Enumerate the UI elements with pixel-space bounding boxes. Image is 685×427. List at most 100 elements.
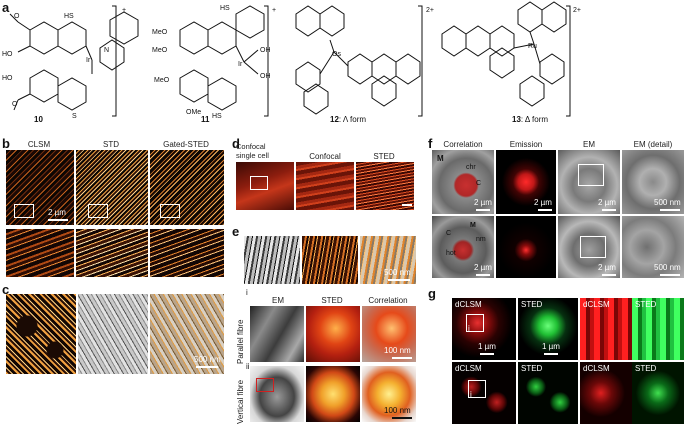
- roi-box-f-bottom: [580, 236, 606, 258]
- scalebar-b-label: 2 µm: [48, 208, 66, 217]
- svg-text:S: S: [72, 113, 77, 120]
- image-f-em-bottom: [558, 216, 620, 278]
- image-c-em: [78, 294, 148, 374]
- panel-label-f: f: [428, 136, 433, 151]
- scalebar-c-label: 500 nm: [194, 355, 221, 364]
- panel-label-e: e: [232, 224, 240, 239]
- scalebar-f3-label: 2 µm: [598, 198, 616, 207]
- col-title-gated-sted: Gated-STED: [163, 140, 209, 149]
- scalebar-e-top-label: 500 nm: [384, 268, 411, 277]
- col-title-confocal-single-cell: Confocal single cell: [236, 142, 269, 160]
- col-title-g-sted-4: STED: [635, 364, 657, 373]
- svg-text:OH: OH: [260, 73, 271, 80]
- image-d-sted: [356, 162, 414, 210]
- col-title-e-sted: STED: [321, 296, 343, 305]
- scalebar-f6: [602, 274, 616, 276]
- svg-text:HO: HO: [2, 51, 13, 58]
- scalebar-g1: [480, 353, 494, 355]
- row-marker-i: i: [246, 288, 248, 297]
- roi-box-g-top: [466, 314, 484, 332]
- scalebar-f5-label: 2 µm: [474, 263, 492, 272]
- scalebar-f6-label: 2 µm: [598, 263, 616, 272]
- panel-label-a: a: [2, 0, 10, 15]
- roi-box-f-top: [578, 164, 604, 186]
- image-e-vertical-sted: [306, 366, 360, 422]
- svg-text:MeO: MeO: [154, 77, 170, 84]
- row-label-vertical-fibre: Vertical fibre: [236, 379, 245, 424]
- image-f-em-detail-bottom: [622, 216, 684, 278]
- image-clsm: [6, 150, 74, 225]
- image-d-single-cell: [236, 162, 294, 210]
- scalebar-f3: [602, 209, 616, 211]
- svg-text:O: O: [14, 13, 20, 20]
- image-f-em-detail-top: [622, 150, 684, 214]
- scalebar-b: [48, 219, 68, 221]
- panel-label-c: c: [2, 282, 10, 297]
- image-e-vertical-em: [250, 366, 304, 422]
- col-title-f-em: EM: [583, 140, 595, 149]
- roi-box-d: [250, 176, 268, 190]
- col-title-std: STD: [103, 140, 119, 149]
- col-title-g-dclsm-3: dCLSM: [455, 364, 482, 373]
- roi-box-g-bottom: [468, 380, 486, 398]
- charge-13: 2+: [573, 7, 581, 14]
- marker-g-top: i: [468, 324, 470, 333]
- annot-m-bottom: M: [470, 222, 476, 229]
- col-title-f-em-detail: EM (detail): [633, 140, 673, 149]
- svg-text:N: N: [104, 47, 109, 54]
- scalebar-c: [196, 366, 218, 368]
- panel-label-d: d: [232, 136, 240, 151]
- image-g-dclsm-zoom-top: [580, 298, 632, 360]
- image-gated-sted: [150, 150, 224, 225]
- col-title-sted: STED: [373, 152, 395, 161]
- image-e-vertical-correlation: [362, 366, 416, 422]
- col-title-g-dclsm-4: dCLSM: [583, 364, 610, 373]
- image-e-parallel-sted: [306, 306, 360, 362]
- compound-label-13: 13: Δ form: [512, 115, 549, 124]
- compound-label-11: 11: [201, 115, 210, 124]
- zoom-gated-sted: [150, 229, 224, 277]
- row-label-parallel-fibre: Parallel fibre: [236, 319, 245, 364]
- col-title-g-dclsm-2: dCLSM: [583, 300, 610, 309]
- image-g-sted-bottom: [518, 362, 578, 424]
- roi-box-clsm: [14, 204, 34, 218]
- annot-chr: chr: [466, 164, 476, 171]
- image-e-top-correlation: [360, 236, 416, 284]
- image-g-sted-zoom-bottom: [632, 362, 684, 424]
- col-title-em: EM: [272, 296, 284, 305]
- image-e-top-sted: [302, 236, 358, 284]
- charge-12: 2+: [426, 7, 434, 14]
- scalebar-g1-label: 1 µm: [478, 342, 496, 351]
- chemical-structures: Ir HO HO O O HS S N Ir OH OH MeO MeO MeO…: [2, 1, 581, 120]
- col-title-e-correlation: Correlation: [368, 296, 408, 305]
- scalebar-f2: [538, 209, 552, 211]
- scalebar-f1: [476, 209, 490, 211]
- scalebar-e-parallel: [392, 357, 412, 359]
- scalebar-f4-label: 500 nm: [654, 198, 681, 207]
- scalebar-f7-label: 500 nm: [654, 263, 681, 272]
- image-f-emission-bottom: [496, 216, 556, 278]
- svg-text:OMe: OMe: [186, 109, 201, 116]
- image-c-correlation: [150, 294, 224, 374]
- image-std: [76, 150, 148, 225]
- svg-text:HS: HS: [220, 5, 230, 12]
- scalebar-e-vertical: [392, 417, 412, 419]
- roi-box-e-vertical: [256, 378, 274, 392]
- svg-text:OH: OH: [260, 47, 271, 54]
- scalebar-f4: [660, 209, 680, 211]
- col-title-clsm: CLSM: [27, 140, 51, 149]
- image-f-correlation-top: [432, 150, 494, 214]
- image-g-dclsm-top: [452, 298, 516, 360]
- scalebar-e-vertical-label: 100 nm: [384, 406, 411, 415]
- annot-c-bottom: C: [446, 230, 452, 237]
- col-title-confocal: Confocal: [309, 152, 341, 161]
- annot-nm: nm: [476, 236, 486, 243]
- marker-g-bottom: i: [470, 390, 472, 399]
- svg-text:MeO: MeO: [152, 29, 168, 36]
- svg-text:O: O: [12, 101, 18, 108]
- charge-11: +: [272, 7, 276, 14]
- svg-text:MeO: MeO: [152, 47, 168, 54]
- col-title-g-sted-1: STED: [521, 300, 543, 309]
- scalebar-f2-label: 2 µm: [534, 198, 552, 207]
- svg-text:HS: HS: [212, 113, 222, 120]
